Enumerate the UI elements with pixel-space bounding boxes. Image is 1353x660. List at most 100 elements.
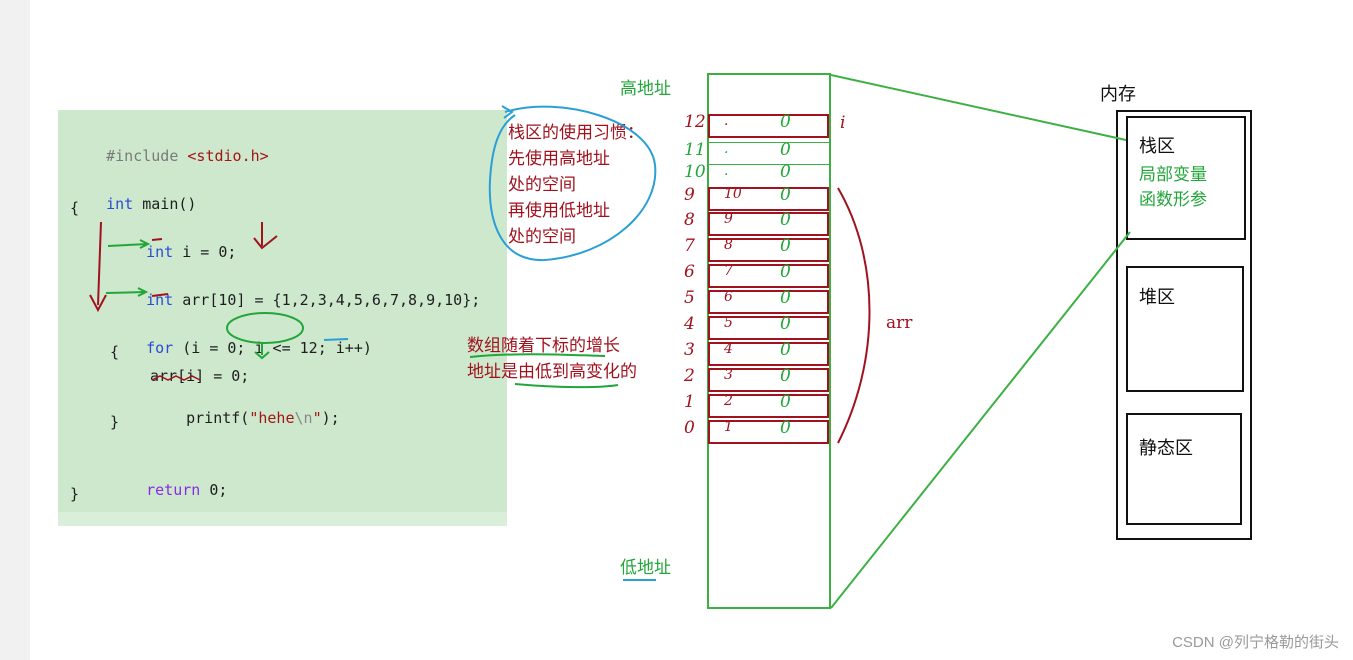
cell-content: 2: [724, 393, 733, 409]
cell-content: 10: [724, 186, 742, 202]
stack-region: [1126, 116, 1246, 240]
printf-escape: \n: [294, 409, 313, 427]
note-line: 栈区的使用习惯：: [508, 123, 644, 143]
memory-title: 内存: [1100, 84, 1136, 105]
decl-i-line: int i = 0;: [110, 222, 236, 282]
cell-index-label: 11: [684, 140, 706, 160]
cell-value: 0: [780, 366, 791, 386]
return-value: 0;: [200, 481, 228, 499]
note-line: 处的空间: [508, 227, 576, 247]
note-line: 数组随着下标的增长: [467, 336, 620, 356]
stack-cell: [708, 316, 829, 340]
stack-cell: [708, 142, 829, 165]
arr-underline: [151, 293, 169, 297]
stack-cell: [708, 212, 829, 236]
inner-close-brace: }: [110, 413, 120, 431]
cell-content: .: [724, 113, 729, 129]
cell-index-label: 6: [684, 262, 695, 282]
i-underline: [151, 238, 163, 241]
cell-value: 0: [780, 140, 791, 160]
printf-line: printf("hehe\n");: [150, 388, 340, 448]
cell-index-label: 1: [684, 392, 695, 412]
cell-index-label: 2: [684, 366, 695, 386]
cell-content: .: [724, 141, 729, 157]
cell-index-label: 10: [684, 162, 706, 182]
for-header: (i = 0; i <= 12; i++): [173, 339, 372, 357]
low-address-label: 低地址: [620, 558, 671, 578]
printf-string-end: ": [312, 409, 322, 427]
int-keyword: int: [106, 195, 134, 213]
memory-box: [1116, 110, 1252, 540]
cell-value: 0: [780, 340, 791, 360]
return-line: return 0;: [110, 460, 227, 520]
stack-cell: [708, 164, 829, 187]
cell-content: 6: [724, 289, 733, 305]
order-arrow: [89, 221, 107, 313]
main-line: int main(): [70, 174, 196, 234]
i-pointer-arrow: [107, 239, 151, 249]
increment-underline: [323, 338, 349, 341]
note-circle: [488, 105, 657, 262]
cell-value: 0: [780, 236, 791, 256]
left-gutter: [0, 0, 30, 660]
condition-arrow: [254, 343, 270, 360]
cell-index-label: 0: [684, 418, 695, 438]
static-region: [1126, 413, 1242, 525]
cell-content: 8: [724, 237, 733, 253]
cell-value: 0: [780, 210, 791, 230]
zoom-line-bottom: [830, 231, 1131, 609]
for-line: for (i = 0; i <= 12; i++): [110, 318, 372, 378]
static-region-label: 静态区: [1139, 438, 1193, 459]
return-keyword: return: [146, 481, 201, 499]
note-line: 地址是由低到高变化的: [467, 362, 637, 382]
cell-value: 0: [780, 418, 791, 438]
include-header: <stdio.h>: [187, 147, 269, 165]
cell-value: 0: [780, 112, 791, 132]
decl-arr: arr[10] = {1,2,3,4,5,6,7,8,9,10};: [173, 291, 481, 309]
stack-item-params: 函数形参: [1139, 190, 1207, 210]
cell-index-label: 4: [684, 314, 695, 334]
growth-underline-1: [469, 353, 606, 358]
stack-cell: [708, 394, 829, 418]
heap-region-label: 堆区: [1139, 287, 1175, 308]
high-address-label: 高地址: [620, 79, 671, 99]
assign-squiggle: [151, 375, 201, 381]
stack-cell: [708, 420, 829, 444]
note-line: 处的空间: [508, 175, 576, 195]
code-scroll-strip: [58, 512, 507, 526]
inner-open-brace: {: [110, 343, 120, 361]
cell-content: .: [724, 163, 729, 179]
main-signature: main(): [133, 195, 197, 213]
stack-cell: [708, 264, 829, 288]
stack-cell: [708, 238, 829, 262]
cell-index-label: 3: [684, 340, 695, 360]
cell-value: 0: [780, 392, 791, 412]
cell-value: 0: [780, 314, 791, 334]
cell-value: 0: [780, 162, 791, 182]
arr-pointer-arrow: [105, 287, 149, 297]
include-directive: #include: [106, 147, 179, 165]
stack-column: [707, 73, 831, 609]
cell-content: 1: [724, 419, 733, 435]
array-growth-note: 数组随着下标的增长 地址是由低到高变化的: [467, 333, 637, 385]
stack-region-items: 局部变量 函数形参: [1139, 163, 1207, 213]
stack-cell: [708, 187, 829, 211]
decl-i: i = 0;: [173, 243, 237, 261]
stack-region-label: 栈区: [1139, 136, 1175, 157]
cell-value: 0: [780, 288, 791, 308]
i-marker: i: [840, 113, 846, 133]
cell-value: 0: [780, 262, 791, 282]
cell-content: 3: [724, 367, 733, 383]
note-line: 先使用高地址: [508, 149, 610, 169]
cell-index-label: 12: [684, 112, 706, 132]
arr-label: arr: [886, 313, 913, 333]
int-keyword: int: [146, 243, 174, 261]
cell-content: 7: [724, 263, 733, 279]
cell-index-label: 5: [684, 288, 695, 308]
printf-end: );: [321, 409, 340, 427]
close-brace: }: [70, 485, 80, 503]
growth-underline-2: [514, 383, 619, 389]
printf-call: printf(: [186, 409, 250, 427]
printf-string: "hehe: [249, 409, 295, 427]
